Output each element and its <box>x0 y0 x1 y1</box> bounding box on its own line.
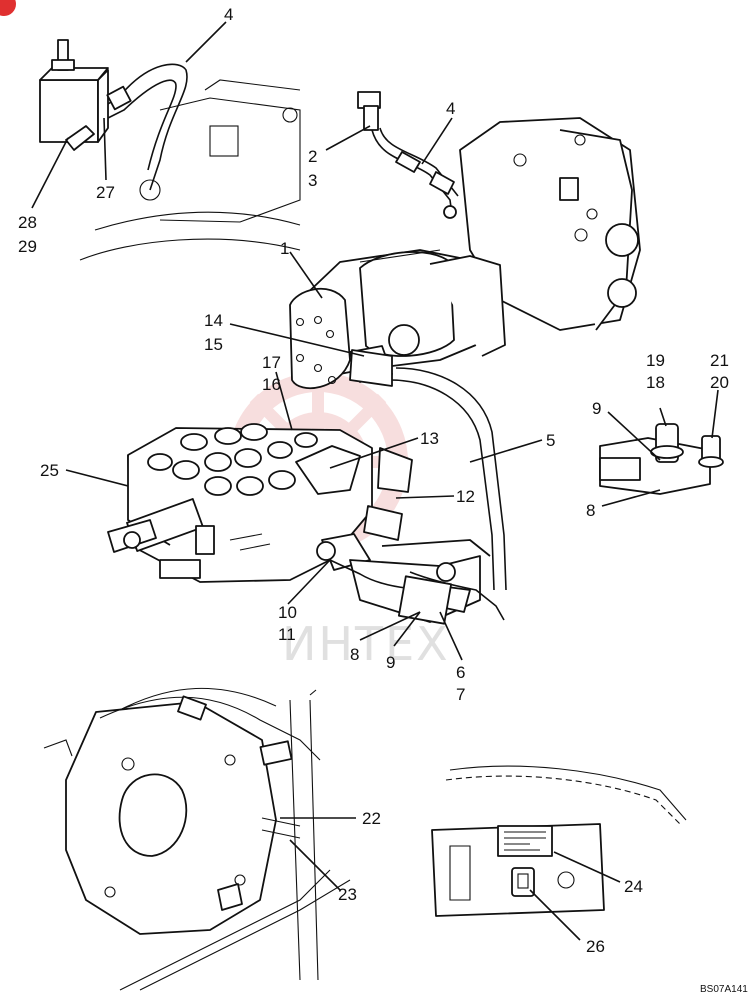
hose-assembly-main <box>295 349 507 625</box>
callout-28: 28 <box>18 213 37 232</box>
watermark-text: ИНТЕХ <box>282 617 450 671</box>
callout-29: 29 <box>18 237 37 256</box>
callout-7: 7 <box>456 685 465 704</box>
callout-26: 26 <box>586 937 605 956</box>
flywheel-housing <box>43 687 351 991</box>
callout-22: 22 <box>362 809 381 828</box>
callout-10: 10 <box>278 603 297 622</box>
engine-block-upper <box>79 79 301 261</box>
callout-8-detail: 8 <box>586 501 595 520</box>
callout-9-detail: 9 <box>592 399 601 418</box>
callout-11: 11 <box>278 625 296 644</box>
callout-14: 14 <box>204 311 223 330</box>
pressure-switch-assembly <box>39 39 188 191</box>
callout-25: 25 <box>40 461 59 480</box>
callout-1: 1 <box>280 239 289 258</box>
callout-6: 6 <box>456 663 465 682</box>
callout-23: 23 <box>338 885 357 904</box>
callout-24: 24 <box>624 877 643 896</box>
callout-8: 8 <box>350 645 359 664</box>
callout-4-pump: 4 <box>446 99 455 118</box>
callout-9: 9 <box>386 653 395 672</box>
callout-19: 19 <box>646 351 665 370</box>
callout-4: 4 <box>224 5 233 24</box>
callout-27: 27 <box>96 183 115 202</box>
callout-3: 3 <box>308 171 317 190</box>
corner-mark-icon <box>0 0 16 16</box>
callout-16: 16 <box>262 375 281 394</box>
callout-5: 5 <box>546 431 555 450</box>
decal-panel <box>431 765 687 917</box>
callout-18: 18 <box>646 373 665 392</box>
callout-2: 2 <box>308 147 317 166</box>
sensor-hose-right <box>357 91 459 219</box>
callout-17: 17 <box>262 353 281 372</box>
callout-12: 12 <box>456 487 475 506</box>
callout-13: 13 <box>420 429 439 448</box>
callout-15: 15 <box>204 335 223 354</box>
callout-20: 20 <box>710 373 729 392</box>
callout-21: 21 <box>710 351 729 370</box>
leader-lines <box>31 21 719 941</box>
adapter-detail <box>599 423 724 495</box>
hydraulic-pump <box>459 117 641 331</box>
drawing-reference: BS07A141 <box>700 984 748 995</box>
